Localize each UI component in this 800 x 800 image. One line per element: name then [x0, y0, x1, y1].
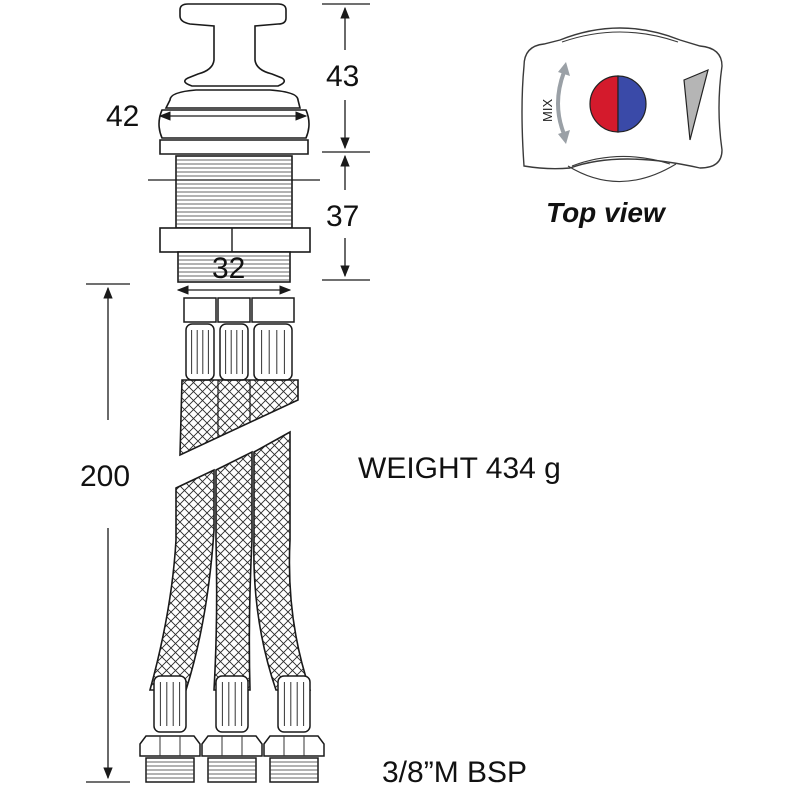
hose-ferrule	[185, 323, 215, 381]
upper-braid	[179, 379, 299, 457]
hot-cold-disc-icon	[589, 75, 647, 133]
cap-rim	[158, 109, 310, 139]
dimension-cap-height: 43	[322, 3, 370, 153]
lock-nut	[159, 227, 311, 253]
mix-label: MIX	[540, 99, 555, 122]
dimension-thread-height: 37	[322, 154, 370, 281]
hose-right	[253, 430, 312, 691]
collar	[159, 139, 309, 155]
fittings	[139, 675, 325, 783]
lower-hoses	[148, 430, 312, 691]
fitting-ferrule	[277, 675, 311, 733]
dimension-hose-length: 200	[80, 283, 130, 783]
fitting-ferrule	[215, 675, 249, 733]
hose-nut	[251, 297, 295, 323]
weight-label: WEIGHT 434 g	[358, 452, 561, 485]
top-view-title: Top view	[546, 197, 667, 228]
cap-handle	[179, 3, 287, 87]
thread-height-label: 37	[326, 200, 359, 233]
cap-height-label: 43	[326, 60, 359, 93]
cap-diameter-label: 42	[106, 100, 139, 133]
hose-nut	[217, 297, 251, 323]
thread-diameter-label: 32	[212, 252, 245, 285]
dimension-thread-diameter: 32	[148, 179, 320, 295]
hex-nut	[263, 735, 325, 757]
lower-thread-lines	[178, 255, 290, 281]
hex-nut	[139, 735, 201, 757]
hose-heads	[183, 297, 295, 381]
hex-nut	[201, 735, 263, 757]
indicator-wedge-icon	[683, 68, 709, 141]
hose-middle	[213, 450, 253, 691]
valve-body	[158, 3, 311, 283]
connector-label: 3/8”M BSP	[382, 756, 527, 789]
hose-length-label: 200	[80, 460, 130, 493]
hose-left	[148, 468, 215, 691]
hose-ferrule	[253, 323, 293, 381]
top-view: MIX Top view	[521, 27, 723, 228]
dimension-cap-diameter: 42	[106, 100, 308, 133]
fitting-ferrule	[153, 675, 187, 733]
lower-thread	[177, 251, 291, 283]
cap-dome	[164, 89, 302, 109]
hose-ferrule	[219, 323, 249, 381]
mix-arrow-icon	[556, 71, 566, 135]
hose-nut	[183, 297, 217, 323]
